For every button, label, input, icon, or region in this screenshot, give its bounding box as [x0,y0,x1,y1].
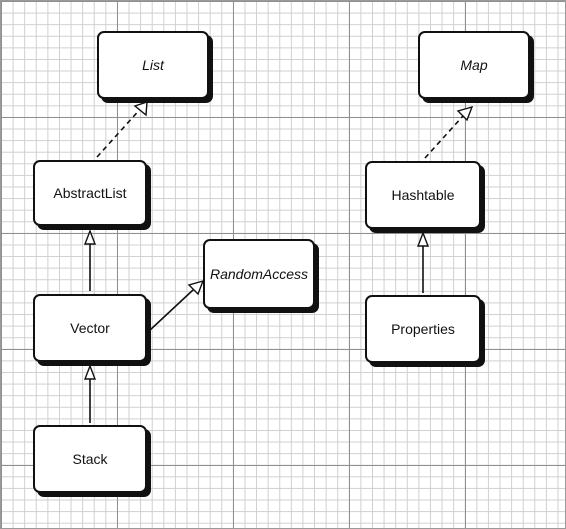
node-abstractlist[interactable]: AbstractList [33,160,147,226]
arrowhead-vector [83,364,97,380]
arrowhead-abstractlist [83,229,97,245]
arrowhead-list [133,101,148,117]
arrowhead-map [456,105,474,122]
node-hashtable[interactable]: Hashtable [365,161,481,229]
arrowhead-randomaccess [187,279,205,296]
node-randomaccess[interactable]: RandomAccess [203,239,315,309]
node-vector[interactable]: Vector [33,294,147,362]
node-stack[interactable]: Stack [33,425,147,493]
node-map[interactable]: Map [418,31,530,99]
edge-vector-implements-randomaccess [148,289,194,332]
edge-hashtable-implements-map [424,115,464,159]
edge-abstractlist-implements-list [96,105,144,158]
node-properties[interactable]: Properties [365,295,481,363]
node-list[interactable]: List [97,31,209,99]
arrowhead-hashtable [416,231,430,247]
